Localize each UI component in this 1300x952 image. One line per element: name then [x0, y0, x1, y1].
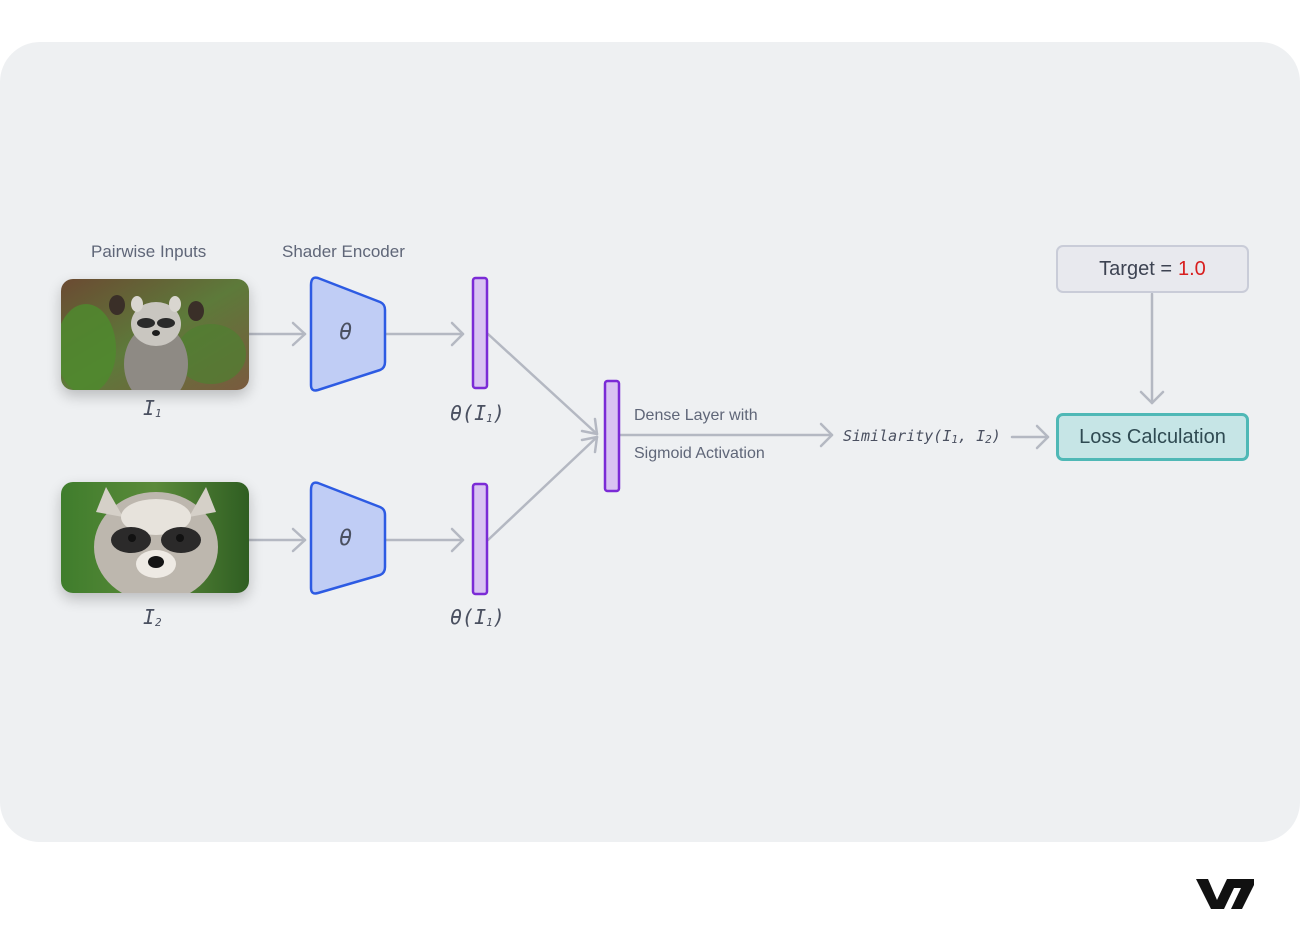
- raccoon-image-1: [61, 279, 249, 390]
- input-label-1: I1: [143, 396, 162, 420]
- arrowhead: [1139, 390, 1165, 405]
- input-image-1: [61, 279, 249, 390]
- target-label: Target =: [1099, 257, 1172, 280]
- encoder-1-symbol: θ: [339, 320, 353, 345]
- embedding-2-var: I: [474, 605, 487, 629]
- arrowhead: [450, 527, 465, 553]
- input-label-2: I2: [143, 605, 162, 629]
- dense-layer-vector: [603, 379, 621, 493]
- arrowhead: [580, 435, 599, 454]
- v7-logo-icon: [1196, 879, 1254, 909]
- arrowhead: [450, 321, 465, 347]
- encoder-2-shape: [309, 481, 387, 595]
- input-2-subscript: 2: [155, 616, 162, 629]
- target-value: 1.0: [1178, 257, 1206, 280]
- similarity-b-subscript: 2: [985, 433, 992, 446]
- embedding-2-prefix: θ(: [450, 605, 475, 629]
- input-1-var: I: [143, 396, 156, 420]
- arrow-vector1-dense: [486, 332, 599, 436]
- arrowhead: [291, 527, 307, 553]
- encoder-2-symbol: θ: [339, 526, 353, 551]
- arrowhead: [291, 321, 307, 347]
- input-1-subscript: 1: [155, 407, 162, 420]
- similarity-b: I: [976, 427, 986, 445]
- embedding-vector-2: [471, 482, 489, 596]
- loss-calculation-box: Loss Calculation: [1056, 413, 1249, 461]
- arrowhead: [819, 422, 834, 448]
- dense-layer-label-line1: Dense Layer with: [634, 407, 758, 424]
- embedding-2-subscript: 1: [486, 616, 493, 629]
- similarity-prefix: Similarity(: [843, 427, 943, 445]
- arrowhead: [1035, 424, 1050, 450]
- arrowhead: [580, 417, 599, 436]
- dense-layer-label-line2: Sigmoid Activation: [634, 445, 765, 462]
- embedding-1-subscript: 1: [486, 412, 493, 425]
- embedding-1-prefix: θ(: [450, 401, 475, 425]
- encoder-1-shape: [309, 276, 387, 392]
- similarity-label: Similarity(I1, I2): [843, 427, 1001, 446]
- similarity-separator: ,: [958, 427, 977, 445]
- loss-calculation-label: Loss Calculation: [1079, 425, 1226, 448]
- embedding-vector-1: [471, 276, 489, 390]
- similarity-a-subscript: 1: [951, 433, 958, 446]
- input-2-var: I: [143, 605, 156, 629]
- embedding-label-2: θ(I1): [450, 605, 505, 629]
- embedding-label-1: θ(I1): [450, 401, 505, 425]
- shader-encoder-heading: Shader Encoder: [282, 242, 405, 261]
- arrow-vector2-dense: [486, 435, 599, 542]
- embedding-1-var: I: [474, 401, 487, 425]
- input-image-2: [61, 482, 249, 593]
- raccoon-image-2: [61, 482, 249, 593]
- similarity-suffix: ): [991, 427, 1001, 445]
- embedding-2-suffix: ): [492, 605, 505, 629]
- target-box: Target = 1.0: [1056, 245, 1249, 293]
- pairwise-inputs-heading: Pairwise Inputs: [91, 242, 207, 261]
- embedding-1-suffix: ): [492, 401, 505, 425]
- similarity-a: I: [942, 427, 952, 445]
